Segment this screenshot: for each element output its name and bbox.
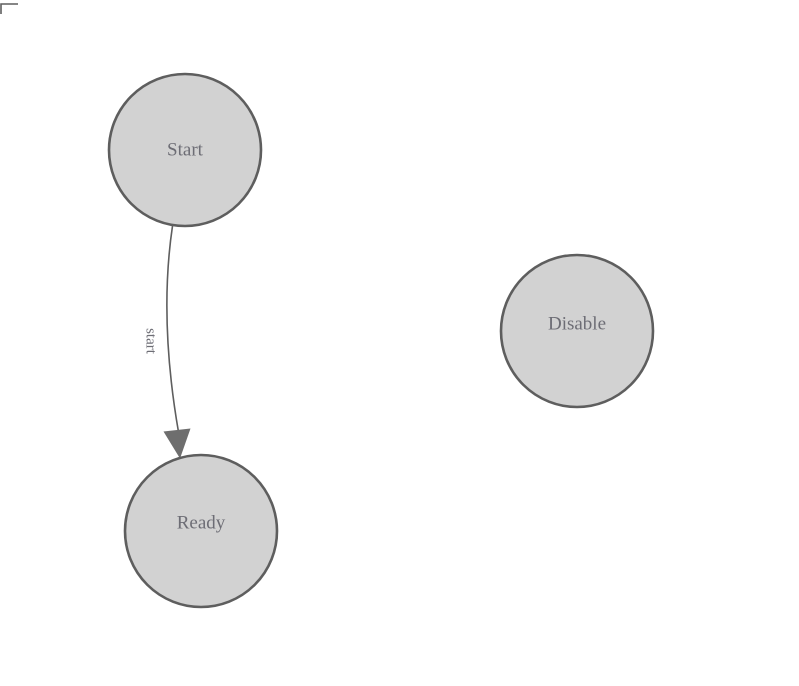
edge-line (166, 225, 180, 433)
node-disable[interactable]: Disable (499, 253, 655, 409)
node-ready-label: Ready (177, 512, 226, 533)
node-disable-label: Disable (548, 313, 606, 334)
node-start[interactable]: Start (107, 72, 263, 228)
node-start-label: Start (167, 139, 204, 160)
node-start-circle[interactable] (107, 72, 263, 228)
node-disable-circle[interactable] (499, 253, 655, 409)
canvas-corner-mark (0, 3, 18, 14)
node-ready[interactable]: Ready (123, 453, 279, 609)
edge-start-to-ready[interactable]: start (143, 225, 191, 459)
node-ready-circle[interactable] (123, 453, 279, 609)
arrowhead-icon (163, 428, 191, 459)
edge-label-start: start (143, 328, 159, 355)
